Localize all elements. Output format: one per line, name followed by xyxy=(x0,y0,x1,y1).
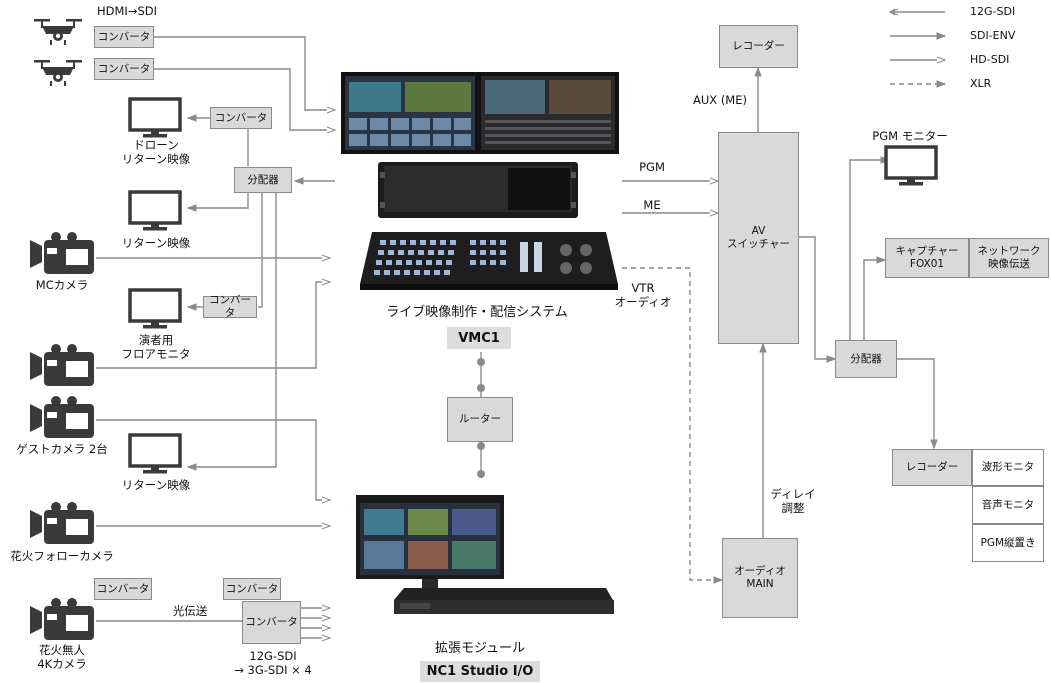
capture-box: キャプチャー FOX01 xyxy=(885,238,969,278)
monitor-icon xyxy=(128,288,182,329)
me-label: ME xyxy=(643,198,661,212)
converter-box: コンバータ xyxy=(203,294,257,319)
nc1-caption: 拡張モジュール xyxy=(434,641,526,656)
return-video-label: リターン映像 xyxy=(121,478,191,492)
aux-me-label: AUX (ME) xyxy=(693,93,747,107)
converter-box: コンバータ xyxy=(223,578,281,600)
converter-box: コンバータ xyxy=(210,107,272,129)
monitor-icon xyxy=(128,97,182,138)
vmc-caption: ライブ映像制作・配信システム xyxy=(386,305,568,320)
recorder-box: レコーダー xyxy=(892,449,972,486)
nc1-name-badge: NC1 Studio I/O xyxy=(420,661,540,682)
audio-main-box: オーディオ MAIN xyxy=(722,538,798,618)
vtr-audio-label: VTR オーディオ xyxy=(614,281,672,309)
av-switcher-box: AV スイッチャー xyxy=(718,132,799,344)
return-video-label: リターン映像 xyxy=(121,236,191,250)
nc1-unit-image xyxy=(394,588,614,614)
vmc1-unit-image xyxy=(378,162,578,218)
router-box: ルーター xyxy=(447,397,513,442)
camera-icon xyxy=(30,502,94,544)
legend-hd-sdi: HD-SDI xyxy=(970,53,1010,66)
converter-box: コンバータ xyxy=(94,26,154,48)
converter-box: コンバータ xyxy=(94,58,154,80)
monitor-icon xyxy=(128,433,182,474)
distributor-box: 分配器 xyxy=(835,340,897,378)
monitor-icon xyxy=(884,145,938,186)
camera-icon xyxy=(30,598,94,640)
vmc1-name-badge: VMC1 xyxy=(447,327,511,349)
fireworks-follow-camera-label: 花火フォローカメラ xyxy=(10,549,114,563)
converter-box: コンバータ xyxy=(94,578,152,600)
multiview-monitor-image xyxy=(341,72,619,154)
pgm-label: PGM xyxy=(639,160,665,174)
recorder-box: レコーダー xyxy=(719,25,798,68)
drone-return-label: ドローン リターン映像 xyxy=(121,138,191,166)
hdmi-sdi-label: HDMI→SDI xyxy=(97,4,157,18)
converter-box: コンバータ xyxy=(242,601,301,644)
guest-camera-label: ゲストカメラ 2台 xyxy=(16,442,108,456)
camera-icon xyxy=(30,396,94,438)
network-transmission-box: ネットワーク 映像伝送 xyxy=(969,238,1049,278)
fireworks-4k-camera-label: 花火無人 4Kカメラ xyxy=(37,643,87,671)
optical-transmission-label: 光伝送 xyxy=(172,604,208,618)
conversion-note-label: 12G-SDI → 3G-SDI × 4 xyxy=(234,649,312,677)
pgm-vertical-box: PGM縦置き xyxy=(972,524,1044,562)
camera-icon xyxy=(30,344,94,386)
waveform-monitor-box: 波形モニタ xyxy=(972,449,1044,486)
mc-camera-label: MCカメラ xyxy=(35,278,89,292)
legend-12g-sdi: 12G-SDI xyxy=(970,5,1016,18)
camera-icon xyxy=(30,232,94,274)
pgm-monitor-label: PGM モニター xyxy=(872,129,948,143)
drone-icon xyxy=(34,19,82,45)
delay-adjust-label: ディレイ 調整 xyxy=(770,487,816,515)
floor-monitor-label: 演者用 フロアモニタ xyxy=(121,333,191,361)
nc1-monitor-image xyxy=(356,495,504,593)
drone-icon xyxy=(34,60,82,86)
distributor-box: 分配器 xyxy=(234,167,292,193)
legend-sdi-env: SDI-ENV xyxy=(970,29,1016,42)
control-surface-image xyxy=(360,232,618,290)
audio-monitor-box: 音声モニタ xyxy=(972,486,1044,524)
legend-xlr: XLR xyxy=(970,77,992,90)
monitor-icon xyxy=(128,190,182,231)
